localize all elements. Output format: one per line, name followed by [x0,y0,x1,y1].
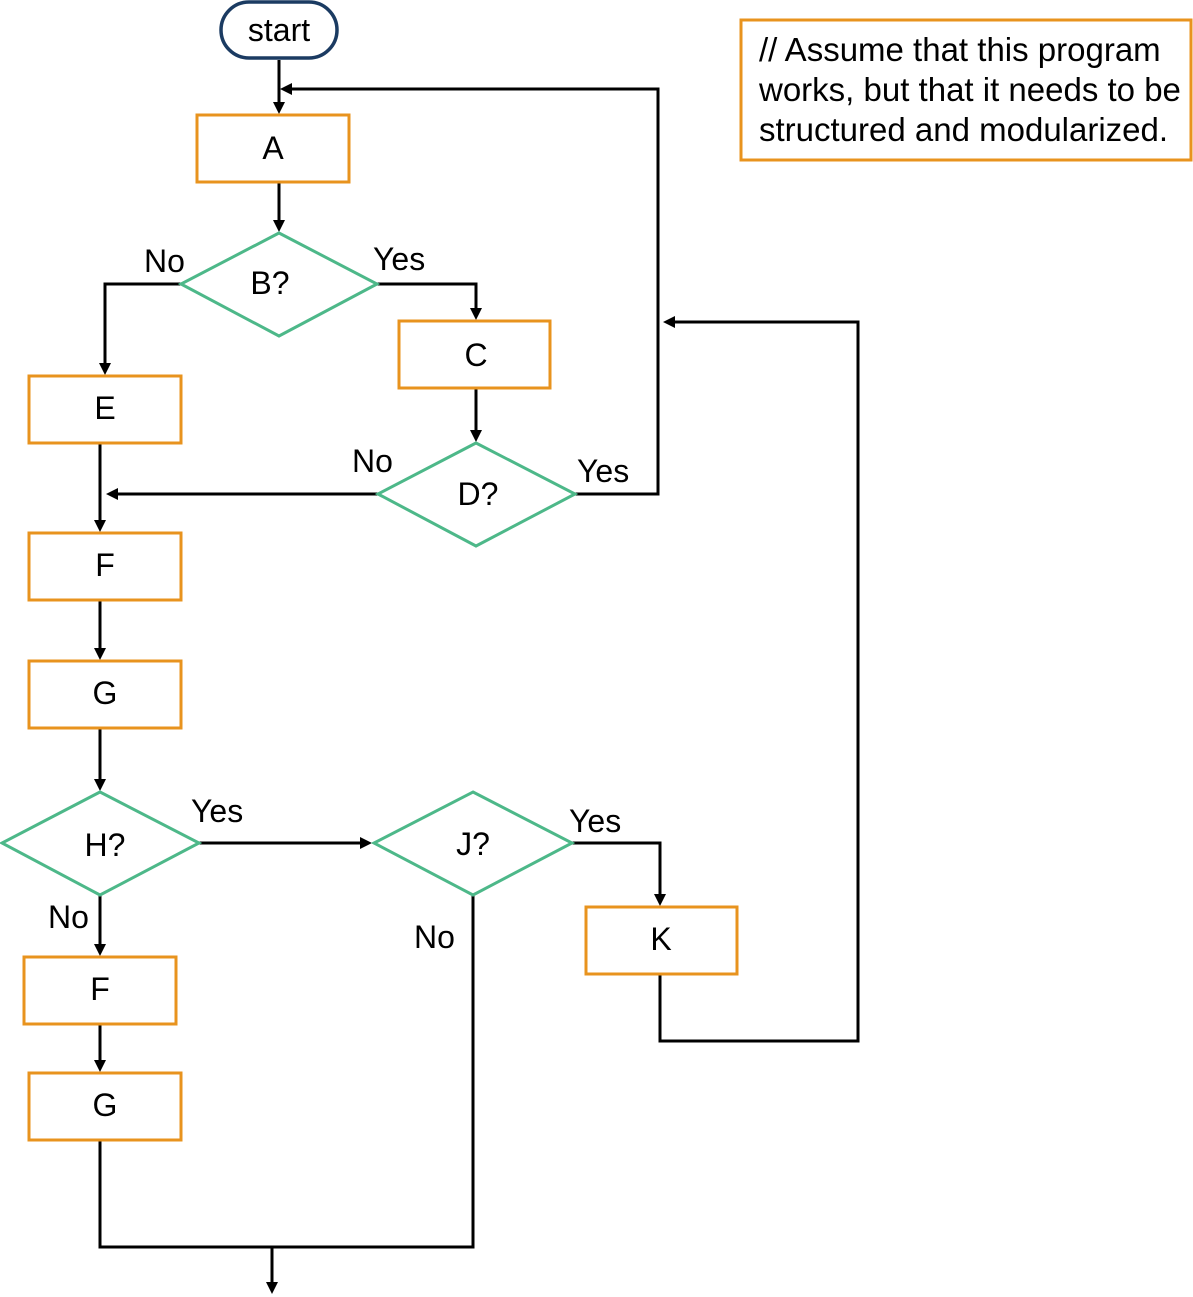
process-e [27,374,183,445]
arrowhead [94,1060,106,1072]
note-line-3: structured and modularized. [759,111,1168,148]
arrowhead [99,363,111,375]
arrowhead [94,648,106,660]
connectors [94,60,860,1294]
branch-d-yes: Yes [577,453,629,489]
decision-h [0,790,203,897]
arrowhead [94,520,106,532]
branch-j-no: No [414,919,455,955]
branch-b-yes: Yes [373,241,425,277]
arrowhead [94,944,106,956]
process-c [397,319,552,390]
decision-j [370,790,576,897]
arrowhead [654,894,666,906]
arrowhead [470,308,482,320]
process-g-upper [27,659,183,730]
connector-j-k [572,841,662,896]
process-c-label: C [464,337,487,373]
process-f-upper-label: F [95,547,115,583]
arrowhead [273,220,285,232]
note-box [739,18,1193,162]
branch-h-yes: Yes [191,793,243,829]
arrowhead [470,430,482,442]
connector-k-loop [658,320,860,1043]
process-a [195,113,351,184]
process-k-label: K [650,921,671,957]
branch-b-no: No [144,243,185,279]
decision-b [177,231,381,338]
connector-d-loop-a [290,87,660,496]
process-g-lower-label: G [93,1087,118,1123]
connector-b-e [103,282,181,365]
branch-j-yes: Yes [569,803,621,839]
decision-d-label: D? [458,476,499,512]
note-line-2: works, but that it needs to be [758,71,1181,108]
decision-b-label: B? [250,265,289,301]
decision-d [374,441,579,548]
branch-h-no: No [48,899,89,935]
start-label: start [248,12,310,48]
decision-h-label: H? [85,827,126,863]
process-f-lower-label: F [90,971,110,1007]
process-f-upper [27,531,183,602]
process-g-lower [27,1071,183,1142]
process-a-label: A [262,130,284,166]
process-e-label: E [94,390,115,426]
arrowhead [273,102,285,114]
process-g-upper-label: G [93,675,118,711]
arrowhead [106,488,118,500]
start-terminal [219,0,339,60]
process-f-lower [22,955,178,1026]
connector-b-c [377,282,478,310]
arrowhead [94,779,106,791]
arrowhead [280,83,292,95]
process-k [584,905,739,976]
branch-d-no: No [352,443,393,479]
arrowhead [266,1282,278,1294]
connector-bottom-join [98,895,475,1249]
arrowhead [663,316,675,328]
decision-j-label: J? [456,826,490,862]
note-line-1: // Assume that this program [759,31,1161,68]
arrowhead [360,837,372,849]
